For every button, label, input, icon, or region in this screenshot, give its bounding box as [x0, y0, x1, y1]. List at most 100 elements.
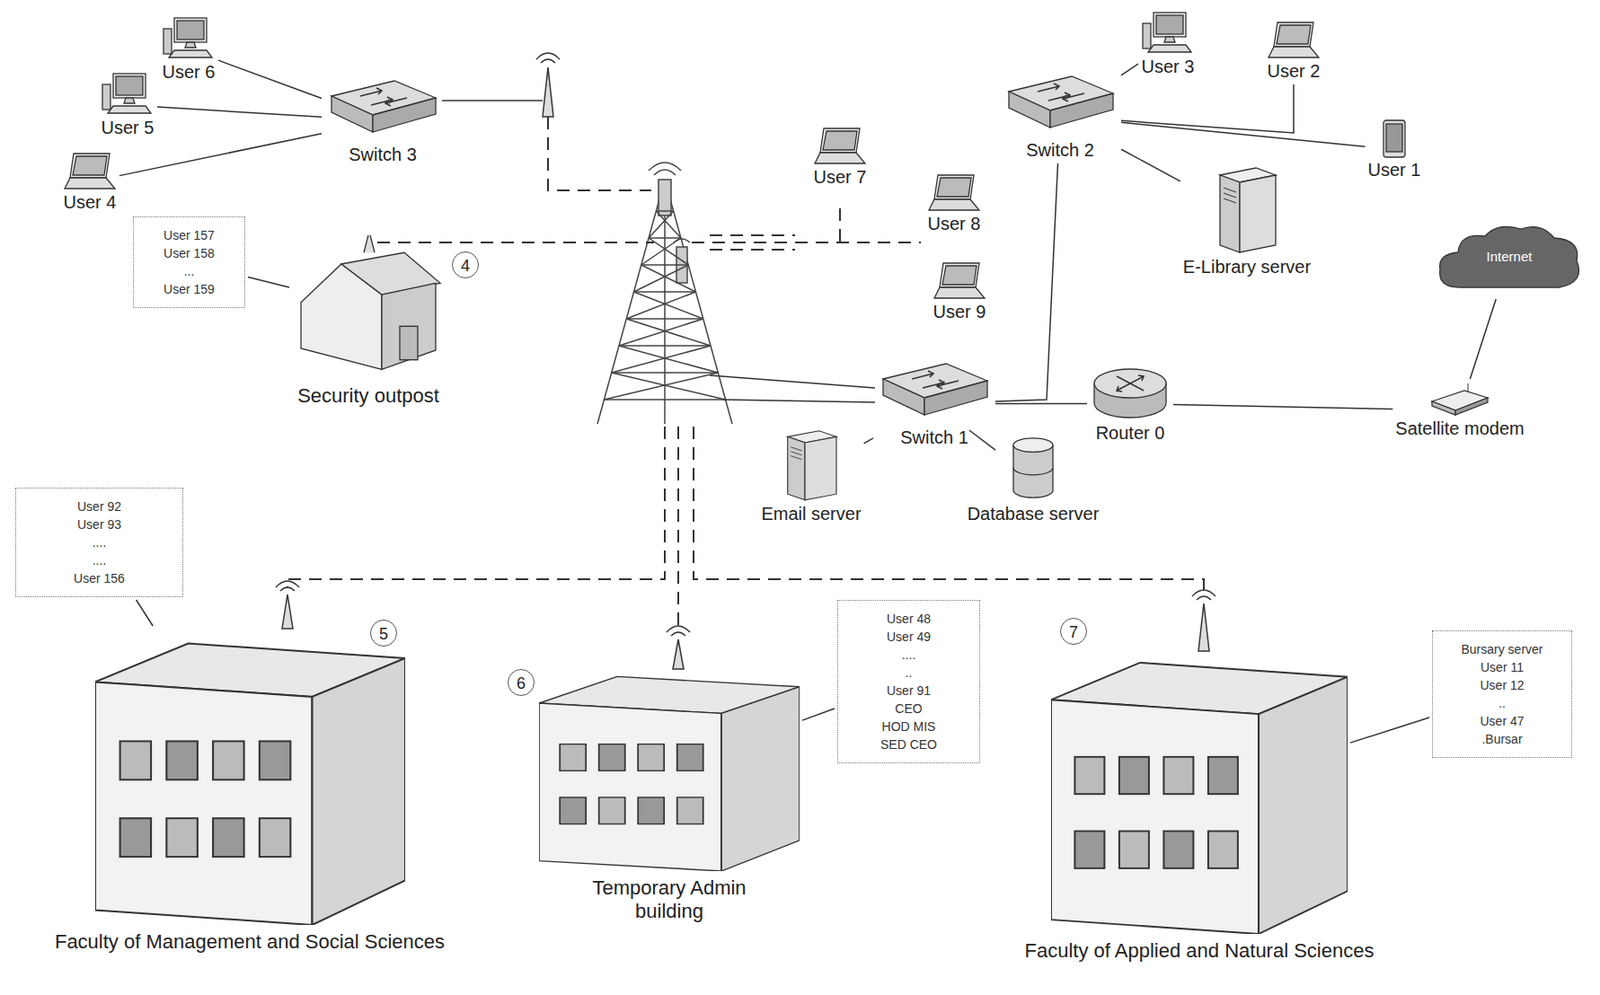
callout-line: ....	[23, 533, 176, 552]
leader-line	[136, 600, 154, 627]
callout-line: SED CEO	[845, 735, 973, 754]
desktop-icon	[1140, 10, 1195, 56]
device-label: Internet	[1432, 248, 1586, 265]
device-label: Email server	[760, 503, 861, 525]
user-laptop: User 2	[1266, 19, 1321, 82]
network-cable	[969, 430, 996, 451]
callout-line: User 92	[23, 497, 176, 516]
device-label: User 1	[1368, 159, 1422, 181]
wireless-link	[693, 426, 1204, 598]
faculty-building: Faculty of Applied and Natural Sciences	[1051, 648, 1348, 935]
device-label: User 4	[63, 191, 117, 213]
connector-line	[995, 403, 1088, 406]
device-label: Database server	[967, 503, 1100, 525]
callout-line: ..	[845, 663, 973, 682]
callout-line: User 156	[23, 569, 176, 588]
user-callout: Bursary serverUser 11User 12..User 47.Bu…	[1432, 630, 1573, 759]
cable	[441, 99, 543, 102]
wireless-link	[709, 235, 796, 250]
network-switch: Switch 1	[875, 359, 993, 449]
router: Router 0	[1089, 363, 1171, 444]
laptop-icon	[932, 260, 987, 301]
user-callout: User 48User 49......User 91CEOHOD MISSED…	[837, 600, 981, 764]
tower-rung	[655, 210, 673, 213]
signal-arcs	[648, 162, 681, 176]
user-pc: User 6	[161, 16, 216, 83]
connector-line	[136, 600, 154, 627]
network-cable	[864, 438, 874, 444]
callout-number: 6	[507, 669, 535, 697]
antenna	[275, 581, 300, 629]
wireless-link	[691, 241, 921, 244]
tower-brace	[648, 211, 681, 239]
tower-brace	[634, 265, 697, 292]
connector-line	[1469, 299, 1496, 380]
user-laptop: User 9	[932, 260, 987, 323]
network-cable	[1121, 122, 1366, 147]
laptop-icon	[813, 125, 867, 167]
callout-line: HOD MIS	[845, 717, 973, 736]
user-callout: User 157User 158...User 159	[132, 216, 246, 309]
device-label: Faculty of Management and Social Science…	[54, 930, 445, 955]
callout-line: User 159	[141, 280, 238, 299]
connector-line	[1173, 404, 1393, 409]
wireless-link	[677, 426, 680, 634]
email-server: Email server	[760, 422, 861, 525]
callout-line: CEO	[845, 699, 973, 718]
connector-line	[1121, 149, 1181, 182]
callout-line: User 158	[141, 244, 238, 263]
device-label: Faculty of Applied and Natural Sciences	[1025, 939, 1375, 964]
callout-line: ..	[1440, 694, 1565, 713]
connector-line	[218, 60, 322, 98]
callout-line: User 11	[1440, 658, 1565, 677]
laptop-icon	[62, 150, 117, 192]
connector-line	[1121, 84, 1294, 133]
callout-line: ...	[141, 262, 238, 281]
modem-icon	[1428, 381, 1492, 418]
device-label: Temporary Admin building	[561, 876, 778, 924]
tower-rung	[648, 237, 681, 239]
connector-line	[1121, 63, 1139, 76]
building-icon	[539, 666, 800, 872]
tower-brace	[603, 372, 725, 400]
callout-line: ....	[845, 645, 973, 664]
callout-number: 5	[370, 619, 398, 647]
tower-brace	[618, 318, 711, 346]
connector-line	[1121, 122, 1366, 147]
tower-antenna	[658, 179, 672, 216]
callout-line: User 49	[845, 627, 973, 646]
laptop-icon	[1266, 19, 1321, 61]
user-laptop: User 7	[813, 125, 867, 188]
callout-number: 4	[451, 251, 479, 279]
callout-line: ....	[23, 551, 176, 570]
network-switch: Switch 3	[324, 76, 442, 166]
network-cable	[218, 60, 322, 98]
connector-line	[995, 163, 1059, 402]
connector-line	[247, 276, 290, 288]
admin-building: Temporary Admin building	[539, 666, 800, 872]
device-label: E-Library server	[1183, 256, 1311, 278]
connector-line	[802, 708, 835, 721]
tower-rung	[634, 291, 697, 293]
tower-rung	[626, 318, 703, 320]
callout-line: User 12	[1440, 676, 1565, 695]
switch-icon	[1001, 71, 1119, 140]
tower-rung	[618, 344, 711, 347]
device-label: User 3	[1141, 55, 1195, 78]
security-outpost: Security outpost	[291, 235, 445, 380]
callout-line: .Bursar	[1440, 730, 1565, 749]
server-icon	[779, 422, 843, 504]
device-label: Security outpost	[297, 384, 440, 408]
tower-rung	[603, 398, 725, 401]
antenna	[1192, 590, 1216, 652]
device-label: User 8	[928, 212, 982, 235]
server-icon	[1211, 157, 1283, 257]
device-label: Switch 3	[348, 143, 417, 166]
desktop-icon	[100, 71, 155, 117]
callout-number: 7	[1060, 618, 1088, 646]
network-cable	[119, 133, 322, 177]
callout-line: User 47	[1440, 712, 1565, 731]
leader-line	[1350, 717, 1430, 743]
user-laptop: User 4	[62, 150, 117, 213]
callout-line: User 93	[23, 515, 176, 534]
